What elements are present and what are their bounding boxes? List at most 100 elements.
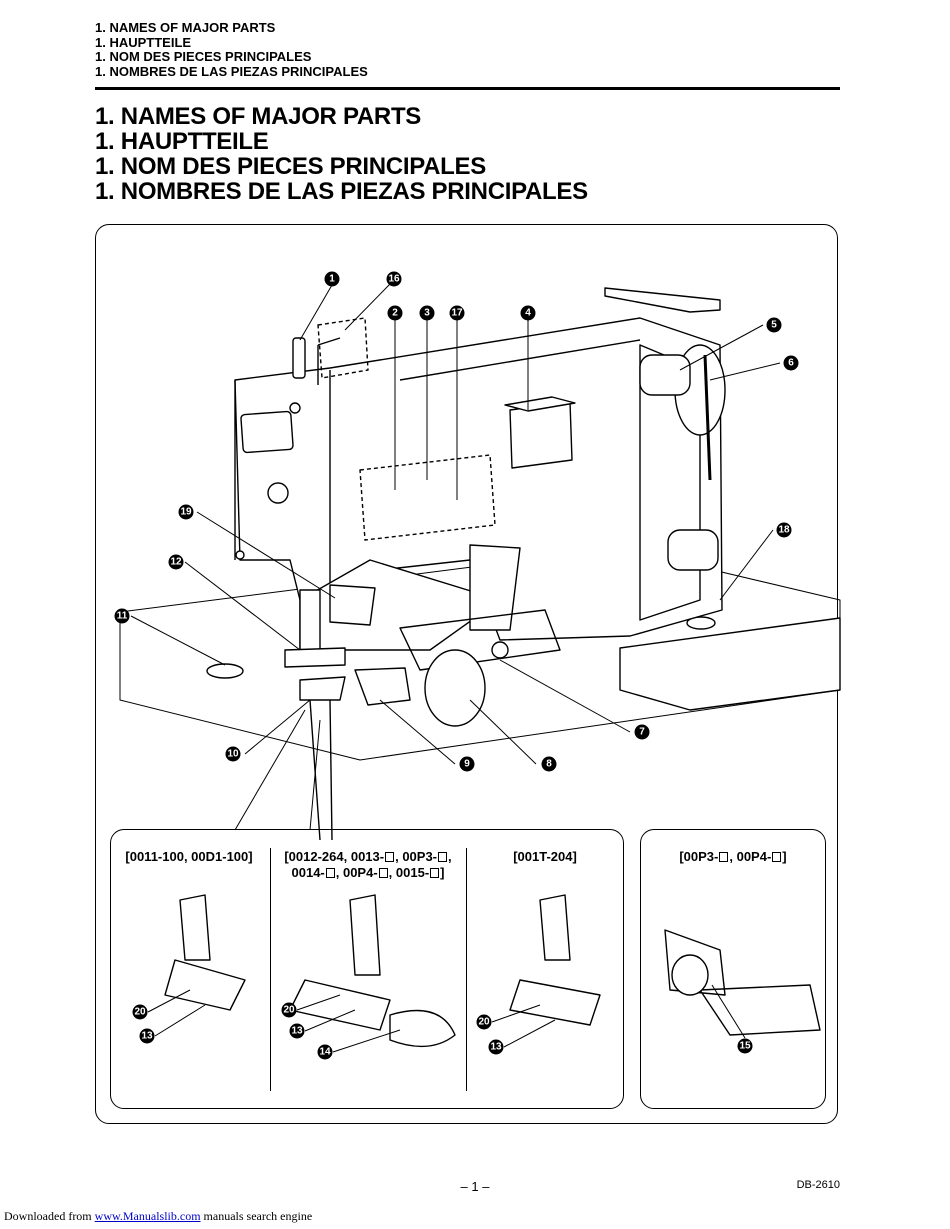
presser-foot — [284, 647, 346, 668]
callout-2: 2 — [387, 305, 403, 321]
knee-lifter-bar — [604, 287, 721, 313]
needle-plate — [354, 667, 411, 706]
variant-box-right — [640, 829, 826, 1109]
svg-text:20: 20 — [478, 1017, 490, 1028]
manualslib-link[interactable]: www.Manualslib.com — [94, 1209, 201, 1223]
face-plate-screw — [267, 482, 289, 504]
callout-20-variant-1: 20 — [132, 1004, 148, 1020]
plinth-block — [619, 617, 841, 711]
callout-6: 6 — [783, 355, 799, 371]
knee-lever-plate — [329, 584, 376, 626]
callout-20-variant-2: 20 — [281, 1002, 297, 1018]
hook-cover — [424, 649, 486, 727]
callout-20-variant-3: 20 — [476, 1014, 492, 1030]
callout-markers: 1 16 2 3 17 4 5 6 18 19 12 11 7 10 9 8 2… — [114, 271, 799, 1060]
oil-reservoir — [509, 401, 573, 469]
callout-16: 16 — [386, 271, 402, 287]
page-number: – 1 – — [460, 1179, 490, 1194]
face-plate-screw — [289, 402, 301, 414]
callout-9: 9 — [459, 756, 475, 772]
callout-15-variant-4: 15 — [737, 1038, 753, 1054]
variant-4-motor — [671, 954, 709, 996]
callout-3: 3 — [419, 305, 435, 321]
cylinder-bed — [309, 699, 333, 841]
svg-text:20: 20 — [134, 1007, 146, 1018]
feed-dog — [299, 676, 346, 701]
thread-tension-knob — [292, 337, 306, 379]
svg-text:9: 9 — [464, 759, 470, 770]
callout-11: 11 — [114, 608, 130, 624]
oil-reservoir-top — [504, 396, 576, 412]
variant-leader-lines — [147, 984, 746, 1053]
table-hole — [686, 616, 716, 630]
svg-text:10: 10 — [227, 749, 239, 760]
callout-13-variant-3: 13 — [488, 1039, 504, 1055]
svg-text:20: 20 — [283, 1005, 295, 1016]
svg-text:15: 15 — [739, 1041, 751, 1052]
running-header: 1. NAMES OF MAJOR PARTS 1. HAUPTTEILE 1.… — [95, 20, 368, 79]
running-header-line: 1. NAMES OF MAJOR PARTS — [95, 20, 276, 35]
face-plate-window — [240, 410, 294, 454]
svg-text:6: 6 — [788, 358, 794, 369]
running-header-line: 1. NOMBRES DE LAS PIEZAS PRINCIPALES — [95, 63, 368, 79]
section-title: 1. NAMES OF MAJOR PARTS 1. HAUPTTEILE 1.… — [95, 104, 588, 204]
section-title-line: 1. NOMBRES DE LAS PIEZAS PRINCIPALES — [95, 178, 588, 205]
callout-17: 17 — [449, 305, 465, 321]
callout-13-variant-2: 13 — [289, 1023, 305, 1039]
svg-text:16: 16 — [388, 274, 400, 285]
svg-text:18: 18 — [778, 525, 790, 536]
variant-divider — [270, 848, 272, 1091]
motor-lower — [667, 529, 719, 571]
variant-label-4: [00P3-, 00P4-] — [679, 849, 787, 864]
section-title-line: 1. NAMES OF MAJOR PARTS — [95, 103, 422, 130]
callout-18: 18 — [776, 522, 792, 538]
document-code: DB-2610 — [796, 1179, 840, 1191]
running-header-line: 1. HAUPTTEILE — [95, 34, 192, 50]
svg-text:3: 3 — [424, 308, 430, 319]
callout-14-variant-2: 14 — [317, 1044, 333, 1060]
variant-2-sketch — [289, 894, 456, 1048]
thread-guide — [317, 337, 341, 385]
callout-7: 7 — [634, 724, 650, 740]
svg-text:13: 13 — [141, 1031, 153, 1042]
arm-top-line — [399, 339, 641, 381]
svg-text:5: 5 — [771, 320, 777, 331]
callout-1: 1 — [324, 271, 340, 287]
svg-text:4: 4 — [525, 308, 531, 319]
callout-10: 10 — [225, 746, 241, 762]
face-plate-screw — [235, 550, 245, 560]
running-header-line: 1. NOM DES PIECES PRINCIPALES — [95, 49, 312, 64]
svg-text:14: 14 — [319, 1047, 331, 1058]
variant-label-1: [0011-100, 00D1-100] — [125, 849, 253, 864]
spindle — [703, 354, 712, 481]
download-banner: Downloaded from www.Manualslib.com manua… — [4, 1209, 312, 1224]
feed-mechanism — [399, 609, 561, 671]
callout-13-variant-1: 13 — [139, 1028, 155, 1044]
svg-text:2: 2 — [392, 308, 398, 319]
callout-8: 8 — [541, 756, 557, 772]
table-hole — [206, 663, 244, 679]
variant-3-sketch — [509, 894, 601, 1026]
variant-box-left — [110, 829, 624, 1109]
header-rule — [95, 87, 840, 90]
motor-upper — [639, 354, 691, 396]
variant-4-sketch — [664, 929, 821, 1036]
section-title-line: 1. NOM DES PIECES PRINCIPALES — [95, 153, 486, 180]
callout-12: 12 — [168, 554, 184, 570]
download-prefix: Downloaded from — [4, 1209, 92, 1223]
bobbin-winder — [491, 641, 509, 659]
svg-text:13: 13 — [291, 1026, 303, 1037]
svg-text:11: 11 — [117, 611, 128, 622]
callout-19: 19 — [178, 504, 194, 520]
variant-divider — [466, 848, 468, 1091]
variant-label-2: [0012-264, 0013-, 00P3-, 0014-, 00P4-, 0… — [284, 849, 452, 880]
download-suffix: manuals search engine — [203, 1209, 313, 1223]
svg-text:13: 13 — [490, 1042, 502, 1053]
svg-text:17: 17 — [451, 308, 463, 319]
callout-4: 4 — [520, 305, 536, 321]
svg-text:8: 8 — [546, 759, 552, 770]
cover-dashed — [359, 454, 496, 541]
section-title-line: 1. HAUPTTEILE — [95, 128, 269, 155]
variant-1-sketch — [164, 894, 246, 1011]
